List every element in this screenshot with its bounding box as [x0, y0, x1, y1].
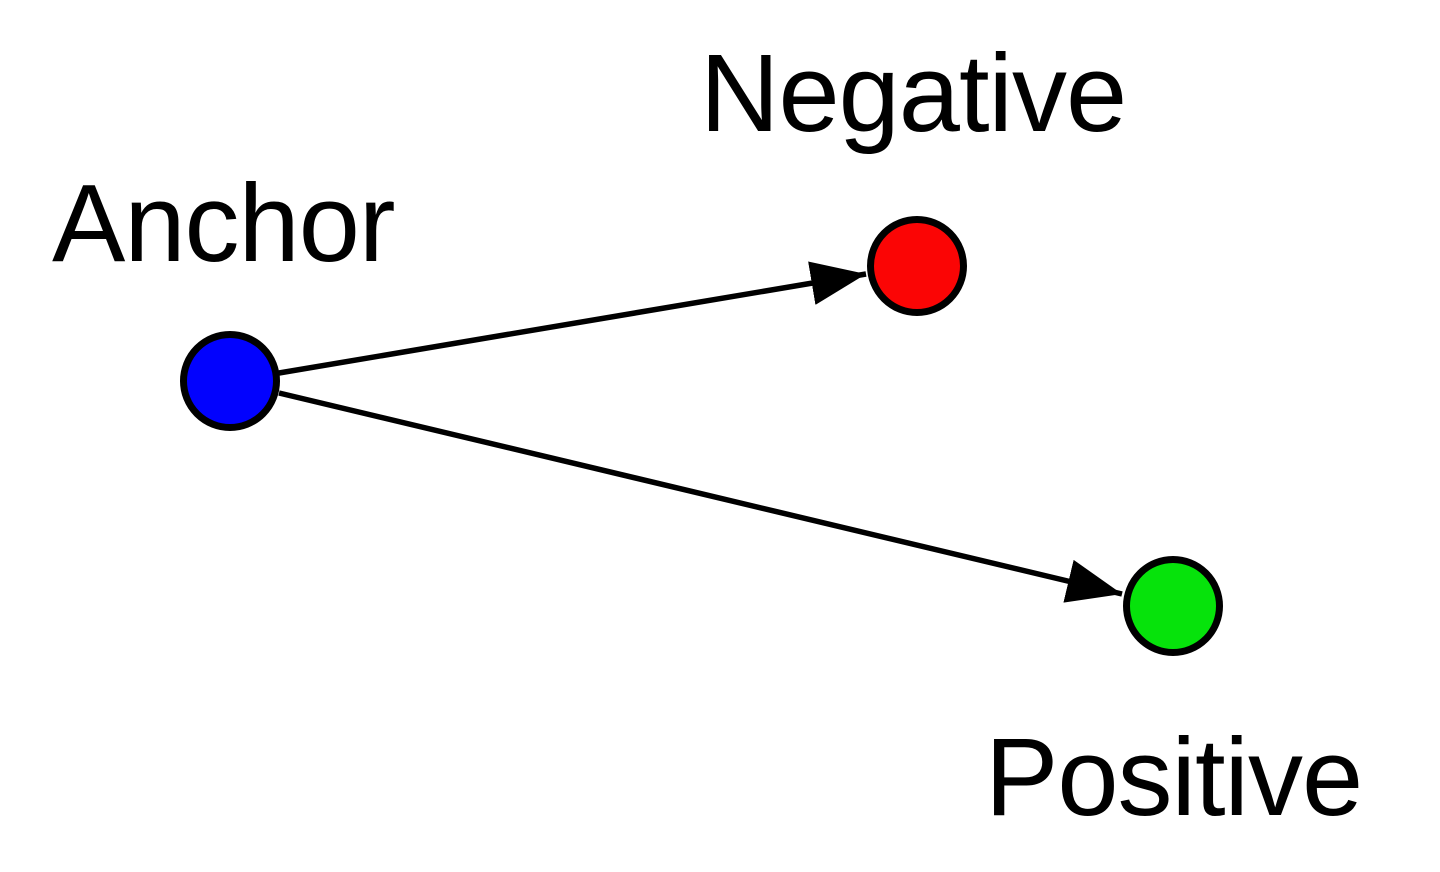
arrow-anchor-to-negative	[278, 261, 867, 376]
negative-label: Negative	[700, 32, 1127, 155]
positive-label: Positive	[985, 716, 1363, 839]
anchor-node-circle	[180, 331, 280, 431]
anchor-label: Anchor	[52, 162, 396, 285]
negative-node-circle	[867, 216, 967, 316]
arrow-anchor-to-positive	[278, 390, 1123, 603]
positive-node-circle	[1123, 556, 1223, 656]
